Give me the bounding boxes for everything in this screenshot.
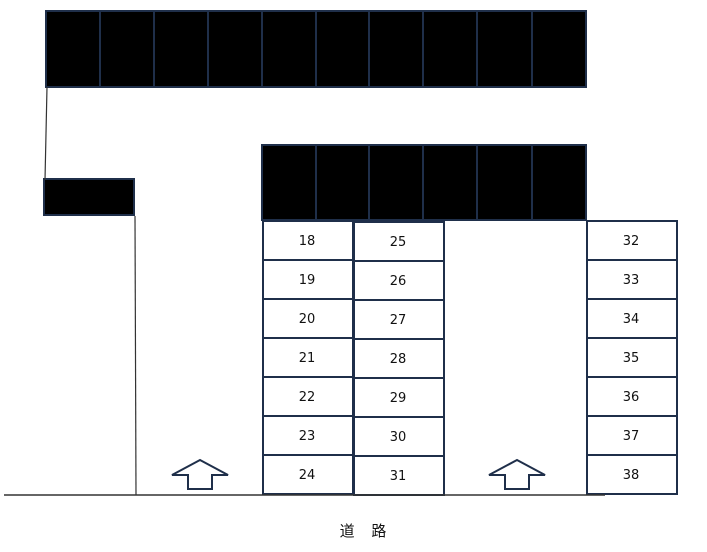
stall-outline	[586, 337, 678, 378]
stall-column-left: 18 19 20 21 22 23 24	[262, 220, 354, 495]
stall-number: 23	[299, 429, 316, 444]
stall-outline	[586, 376, 678, 417]
parking-stall: 36	[586, 376, 678, 417]
stall-number: 19	[299, 273, 316, 288]
parking-stall: 32	[586, 220, 678, 261]
stall-number: 36	[623, 390, 640, 405]
stall-number: 29	[390, 391, 407, 406]
stall-number: 37	[623, 429, 640, 444]
occupied-stall	[531, 144, 587, 221]
parking-stall: 30	[353, 416, 445, 457]
stall-number: 33	[623, 273, 640, 288]
occupied-stall	[261, 144, 317, 221]
occupied-stall	[43, 178, 135, 216]
parking-stall: 22	[262, 376, 354, 417]
stall-number: 25	[390, 235, 407, 250]
stall-number: 31	[390, 469, 407, 484]
stall-number: 27	[390, 313, 407, 328]
occupied-stall	[476, 144, 533, 221]
entrance-arrows	[171, 458, 546, 490]
stall-outline	[353, 338, 445, 379]
occupied-stall	[368, 144, 424, 221]
parking-stall: 33	[586, 259, 678, 300]
stall-outline	[353, 455, 445, 496]
parking-stall: 23	[262, 415, 354, 456]
stall-outline	[586, 298, 678, 339]
stall-outline	[353, 377, 445, 418]
parking-stall: 18	[262, 220, 354, 261]
occupied-middle-row	[261, 144, 587, 221]
stall-outline	[586, 259, 678, 300]
parking-stall: 29	[353, 377, 445, 418]
occupied-stall	[422, 144, 478, 221]
occupied-left-block	[43, 178, 135, 216]
stall-number: 28	[390, 352, 407, 367]
stall-column-middle: 25 26 27 28 29 30 31	[353, 221, 445, 496]
entrance-arrow-up	[488, 458, 546, 490]
stall-number: 30	[390, 430, 407, 445]
stall-column-right: 32 33 34 35 36 37 38	[586, 220, 678, 495]
stall-outline	[262, 415, 354, 456]
road-label: 道 路	[340, 522, 393, 540]
stall-outline	[586, 454, 678, 495]
stall-number: 21	[299, 351, 316, 366]
parking-stall: 31	[353, 455, 445, 496]
occupied-stall	[45, 10, 101, 88]
stall-outline	[353, 299, 445, 340]
stall-number: 35	[623, 351, 640, 366]
stall-number: 20	[299, 312, 316, 327]
parking-stall: 37	[586, 415, 678, 456]
parking-stall: 24	[262, 454, 354, 495]
stall-number: 26	[390, 274, 407, 289]
occupied-stall	[315, 144, 370, 221]
occupied-stall	[368, 10, 424, 88]
parking-stall: 21	[262, 337, 354, 378]
parking-stall: 27	[353, 299, 445, 340]
stall-number: 24	[299, 468, 316, 483]
stall-number: 38	[623, 468, 640, 483]
stall-outline	[262, 454, 354, 495]
occupied-stall	[315, 10, 370, 88]
parking-stall: 26	[353, 260, 445, 301]
parking-stall: 34	[586, 298, 678, 339]
left-boundary-line	[134, 215, 137, 496]
stall-outline	[353, 221, 445, 262]
occupied-stall	[531, 10, 587, 88]
parking-stall: 38	[586, 454, 678, 495]
stall-number: 22	[299, 390, 316, 405]
occupied-stall	[261, 10, 317, 88]
stall-outline	[262, 220, 354, 261]
occupied-stall	[476, 10, 533, 88]
entrance-arrow-up	[171, 458, 229, 490]
left-connector-line	[44, 86, 48, 181]
parking-stall: 20	[262, 298, 354, 339]
stall-number: 18	[299, 234, 316, 249]
parking-stall: 25	[353, 221, 445, 262]
occupied-stall	[207, 10, 263, 88]
occupied-stall	[99, 10, 155, 88]
parking-stall: 28	[353, 338, 445, 379]
occupied-stall	[422, 10, 478, 88]
stall-number: 34	[623, 312, 640, 327]
occupied-stall	[153, 10, 209, 88]
stall-number: 32	[623, 234, 640, 249]
occupied-top-row	[45, 10, 587, 88]
stall-outline	[586, 415, 678, 456]
parking-stall: 35	[586, 337, 678, 378]
parking-stall: 19	[262, 259, 354, 300]
